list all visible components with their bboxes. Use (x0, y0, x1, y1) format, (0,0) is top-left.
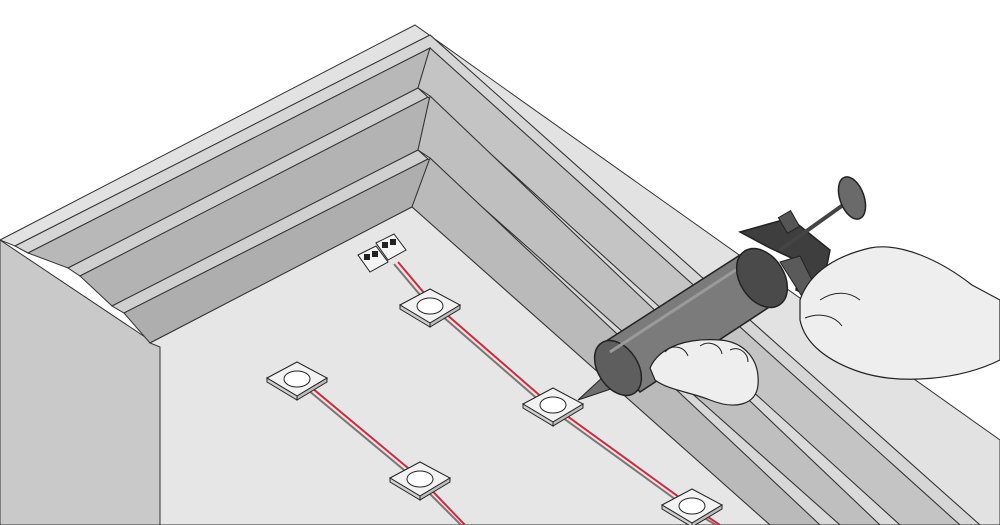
led-module (265, 361, 329, 401)
gun-rear-cap (735, 247, 789, 309)
gun-plunger-rod (778, 198, 852, 252)
led-module (398, 288, 462, 328)
connector-2 (375, 233, 407, 261)
connector-1 (357, 245, 389, 273)
right-hand (799, 246, 1000, 380)
gun-cartridge-front (593, 339, 643, 397)
led-module (660, 488, 724, 525)
floor-panel (148, 206, 771, 525)
inner-right-wall-upper (417, 47, 961, 525)
gun-plunger-disc (837, 176, 867, 220)
led-module (388, 461, 452, 501)
frame-left-face (0, 239, 161, 525)
caulking-gun (577, 176, 867, 401)
led-module (521, 387, 585, 427)
left-hand (649, 339, 759, 406)
